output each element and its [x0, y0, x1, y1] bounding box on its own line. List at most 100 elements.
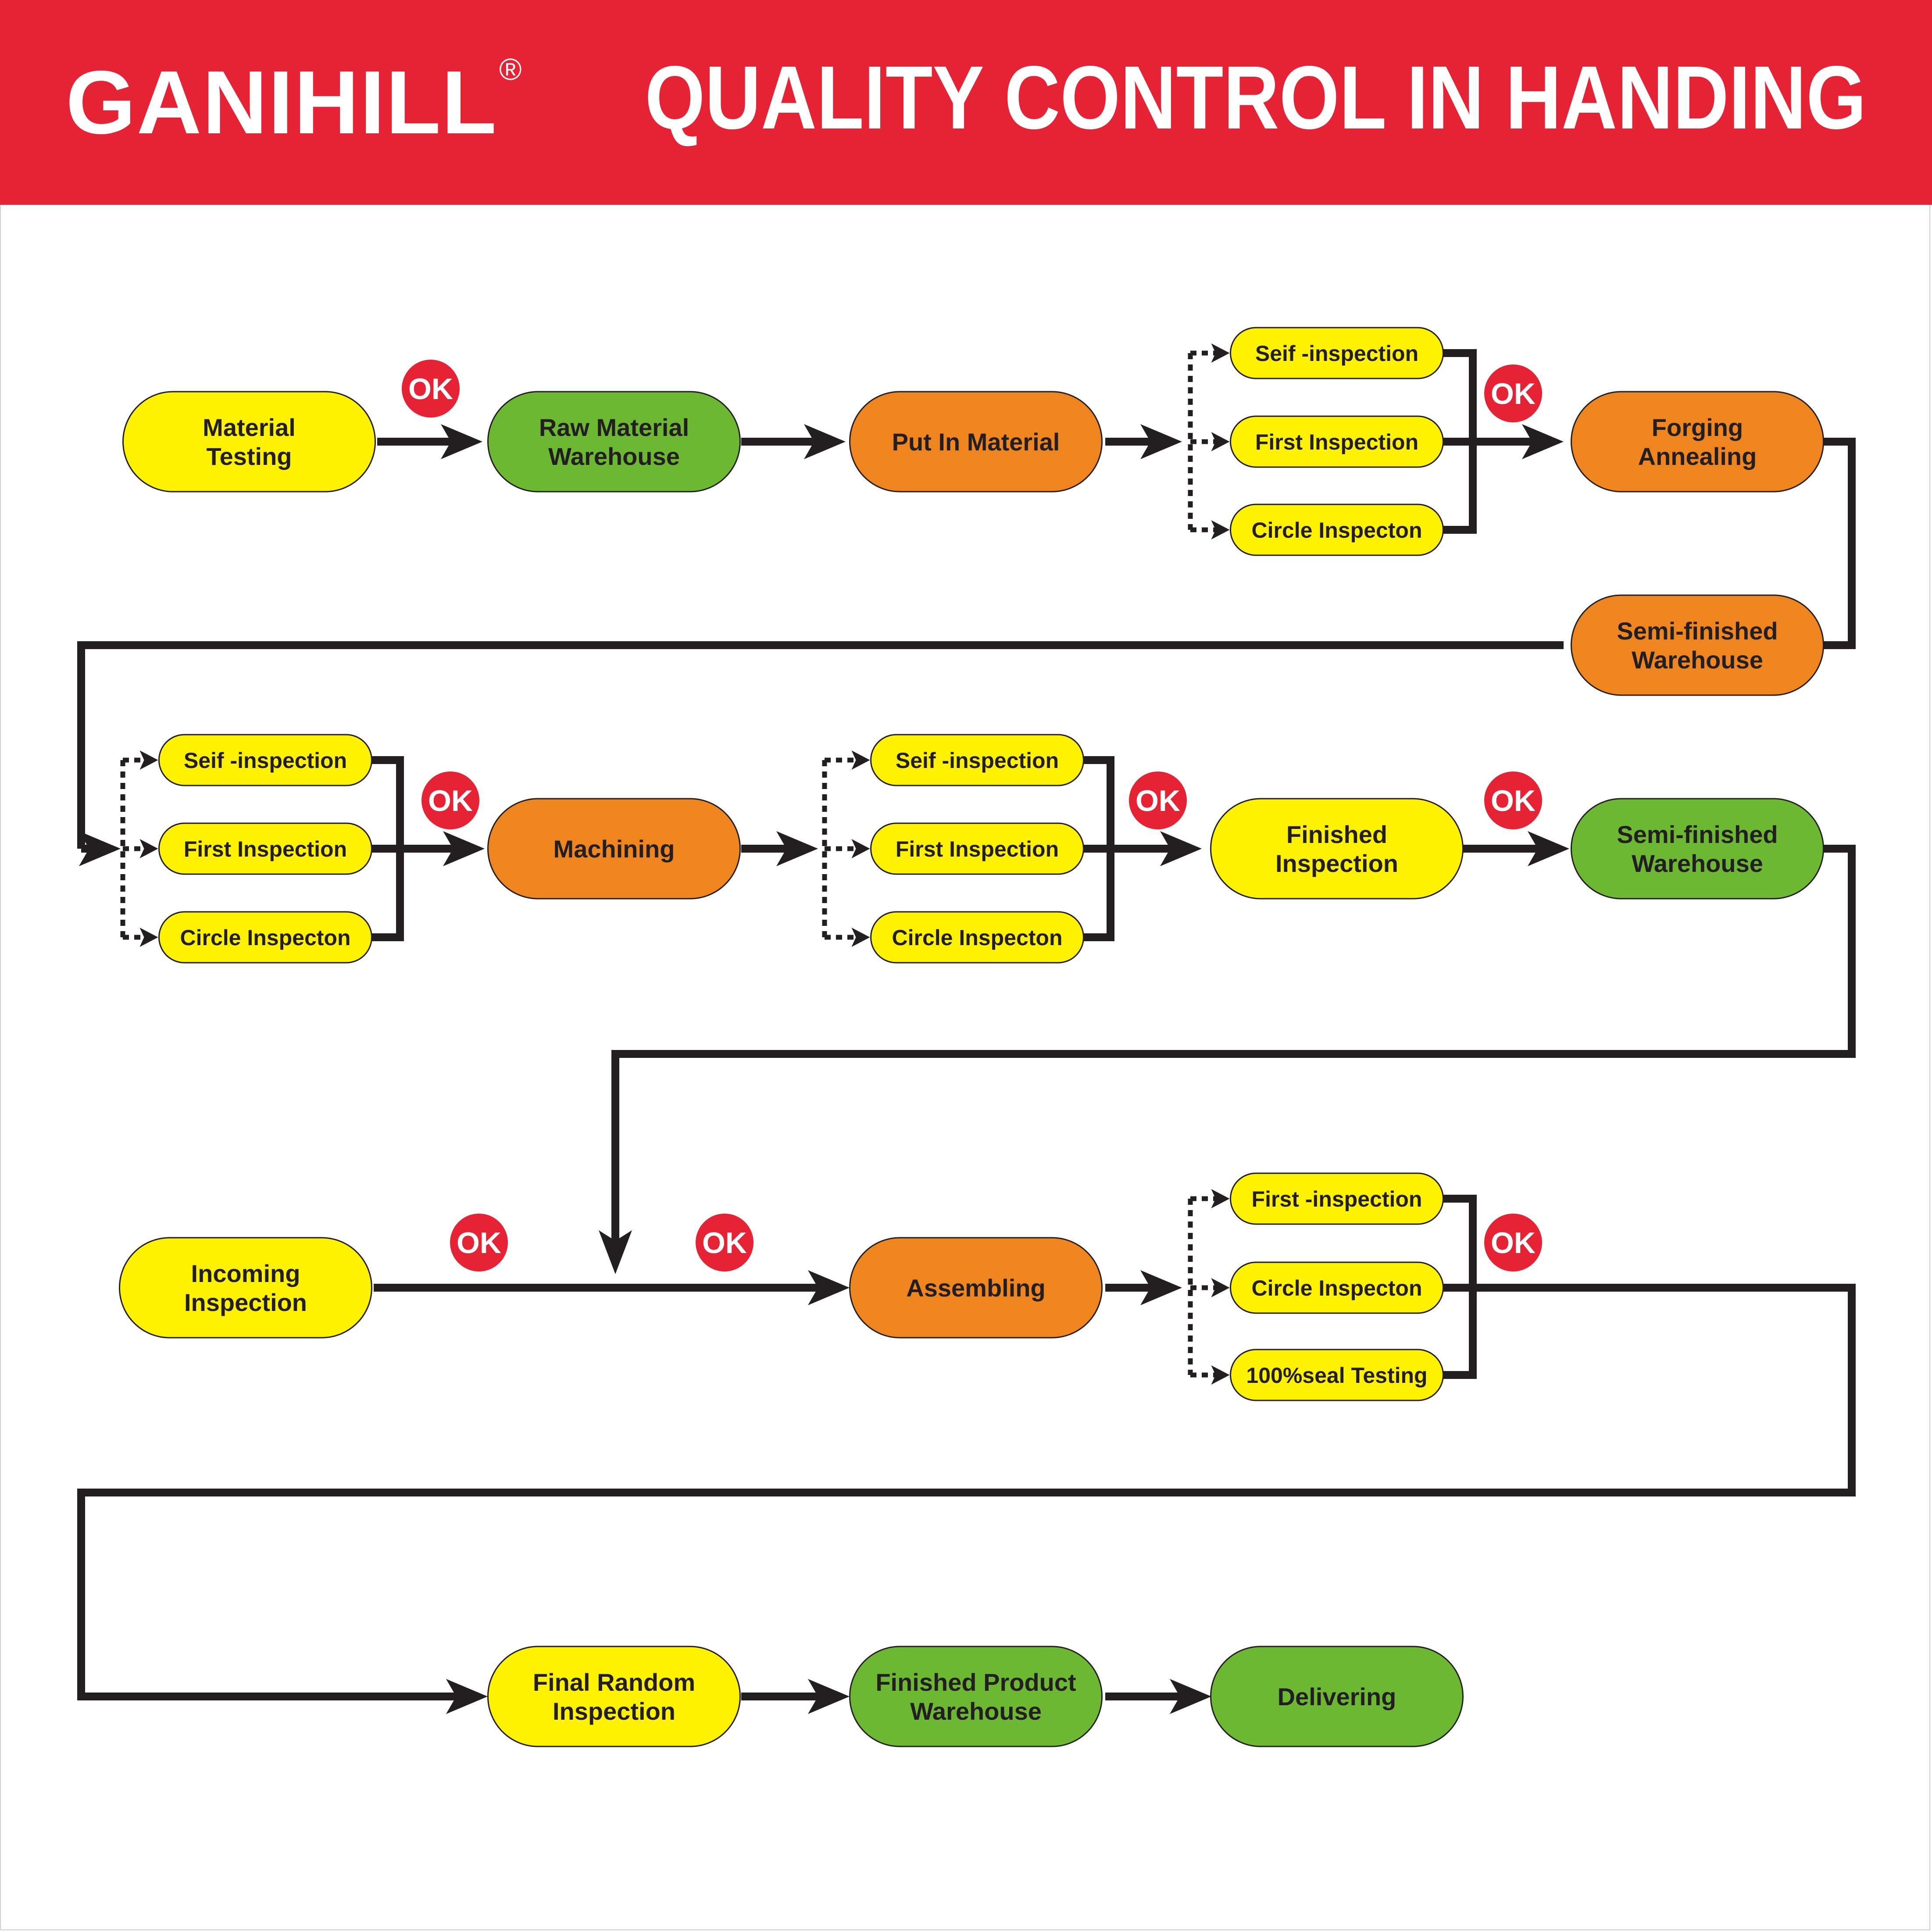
small-arrowhead — [1211, 1189, 1230, 1208]
group-after-put-in-item-1: Seif -inspection — [1230, 327, 1444, 379]
arrowhead — [1160, 831, 1202, 866]
group-after-machining-item-1-shape — [870, 734, 1084, 786]
ok-badge-label: OK — [1136, 784, 1180, 818]
arrowhead — [441, 424, 482, 459]
brand-logo: GANIHILL ® — [66, 52, 522, 153]
node-delivering-label: Delivering — [1278, 1683, 1396, 1711]
ok-badge: OK — [1484, 364, 1542, 422]
node-raw-material-warehouse-label: Raw Material — [539, 414, 689, 441]
node-forging-annealing-label: Forging — [1652, 414, 1743, 441]
group-after-assembling-item-2: Circle Inspecton — [1230, 1261, 1444, 1314]
node-put-in-material-shape — [849, 391, 1103, 493]
group-before-machining-item-1: Seif -inspection — [158, 734, 372, 786]
node-machining: Machining — [487, 798, 741, 900]
group-after-put-in-item-3-label: Circle Inspecton — [1252, 518, 1422, 543]
group-after-put-in-item-2-label: First Inspection — [1255, 430, 1418, 454]
group-after-machining-item-3: Circle Inspecton — [870, 911, 1084, 964]
node-material-testing-shape — [122, 391, 376, 493]
node-finished-product-warehouse-label: Warehouse — [910, 1697, 1042, 1725]
ok-badge: OK — [1484, 1214, 1542, 1271]
arrowhead — [443, 831, 485, 866]
ok-badge-circle — [402, 360, 460, 418]
node-semi-finished-warehouse-1-shape — [1571, 594, 1824, 696]
group-after-machining-item-2: First Inspection — [870, 822, 1084, 875]
node-semi-finished-warehouse-2-label: Warehouse — [1632, 850, 1763, 877]
small-arrowhead — [139, 928, 158, 947]
small-arrowhead — [139, 750, 158, 770]
group-after-put-in-item-2-shape — [1230, 415, 1444, 468]
node-forging-annealing-label: Annealing — [1638, 443, 1757, 470]
ok-badge-circle — [421, 771, 479, 829]
group-before-machining-item-3-shape — [158, 911, 372, 964]
group-after-assembling-item-2-label: Circle Inspecton — [1252, 1276, 1422, 1300]
group-before-machining-item-3-label: Circle Inspecton — [180, 925, 351, 950]
group-after-assembling-item-1-shape — [1230, 1172, 1444, 1225]
ok-badge-circle — [1484, 1214, 1542, 1271]
group-before-machining-item-2-label: First Inspection — [184, 837, 347, 861]
ok-badge-label: OK — [408, 372, 453, 406]
node-delivering: Delivering — [1210, 1646, 1464, 1747]
node-material-testing-label: Material — [203, 414, 296, 441]
group-after-machining-item-1-label: Seif -inspection — [896, 748, 1059, 773]
ok-badge-circle — [1484, 771, 1542, 829]
content-frame — [0, 205, 1930, 1930]
node-machining-shape — [487, 798, 741, 900]
arrowhead — [1170, 1679, 1211, 1714]
arrowhead — [1140, 1270, 1182, 1305]
arrowhead-down-to-incoming-line — [599, 1230, 632, 1274]
connector-semi-finished-to-row2 — [77, 641, 1564, 849]
node-incoming-inspection-label: Inspection — [184, 1289, 307, 1316]
ok-badge: OK — [1484, 771, 1542, 829]
ok-badge-circle — [696, 1214, 754, 1271]
node-material-testing-label: Testing — [207, 443, 292, 470]
node-delivering-shape — [1210, 1646, 1464, 1747]
ok-badge: OK — [402, 360, 460, 418]
small-arrowhead — [851, 750, 870, 770]
arrowhead — [1522, 424, 1564, 459]
node-finished-inspection-label: Finished — [1286, 821, 1387, 848]
ok-badge-circle — [450, 1214, 508, 1271]
ok-badge: OK — [421, 771, 479, 829]
node-forging-annealing-shape — [1571, 391, 1824, 493]
group-before-machining-item-3: Circle Inspecton — [158, 911, 372, 964]
ok-badge-label: OK — [457, 1226, 501, 1260]
group-before-machining-item-1-label: Seif -inspection — [184, 748, 347, 773]
node-raw-material-warehouse-label: Warehouse — [548, 443, 680, 470]
small-arrowhead — [1211, 520, 1230, 539]
node-finished-product-warehouse-label: Finished Product — [875, 1668, 1076, 1696]
node-assembling-label: Assembling — [906, 1274, 1045, 1302]
node-machining-label: Machining — [554, 835, 675, 863]
node-semi-finished-warehouse-2-shape — [1571, 798, 1824, 900]
node-incoming-inspection-shape — [119, 1237, 372, 1339]
node-finished-inspection-shape — [1210, 798, 1464, 900]
arrowhead — [1140, 424, 1182, 459]
ok-badge: OK — [450, 1214, 508, 1271]
group-after-put-in-item-2: First Inspection — [1230, 415, 1444, 468]
group-after-assembling-item-3-label: 100%seal Testing — [1246, 1363, 1427, 1388]
group-before-machining-item-2: First Inspection — [158, 822, 372, 875]
ok-badge-label: OK — [1491, 1226, 1536, 1260]
group-after-put-in-item-3-shape — [1230, 504, 1444, 556]
group-before-machining-item-1-shape — [158, 734, 372, 786]
group-after-machining-item-3-label: Circle Inspecton — [892, 925, 1063, 950]
small-arrowhead — [851, 839, 870, 858]
group-after-machining-item-1: Seif -inspection — [870, 734, 1084, 786]
group-after-put-in-item-1-shape — [1230, 327, 1444, 379]
arrowhead — [776, 831, 818, 866]
arrowhead — [1528, 831, 1569, 866]
node-final-random-inspection-shape — [487, 1646, 741, 1747]
group-after-put-in-item-3: Circle Inspecton — [1230, 504, 1444, 556]
node-put-in-material: Put In Material — [849, 391, 1103, 493]
group-after-put-in-item-1-label: Seif -inspection — [1255, 341, 1418, 366]
connector-to-final — [77, 1284, 1856, 1700]
small-arrowhead — [1211, 1278, 1230, 1297]
ok-badge-label: OK — [1491, 784, 1536, 818]
